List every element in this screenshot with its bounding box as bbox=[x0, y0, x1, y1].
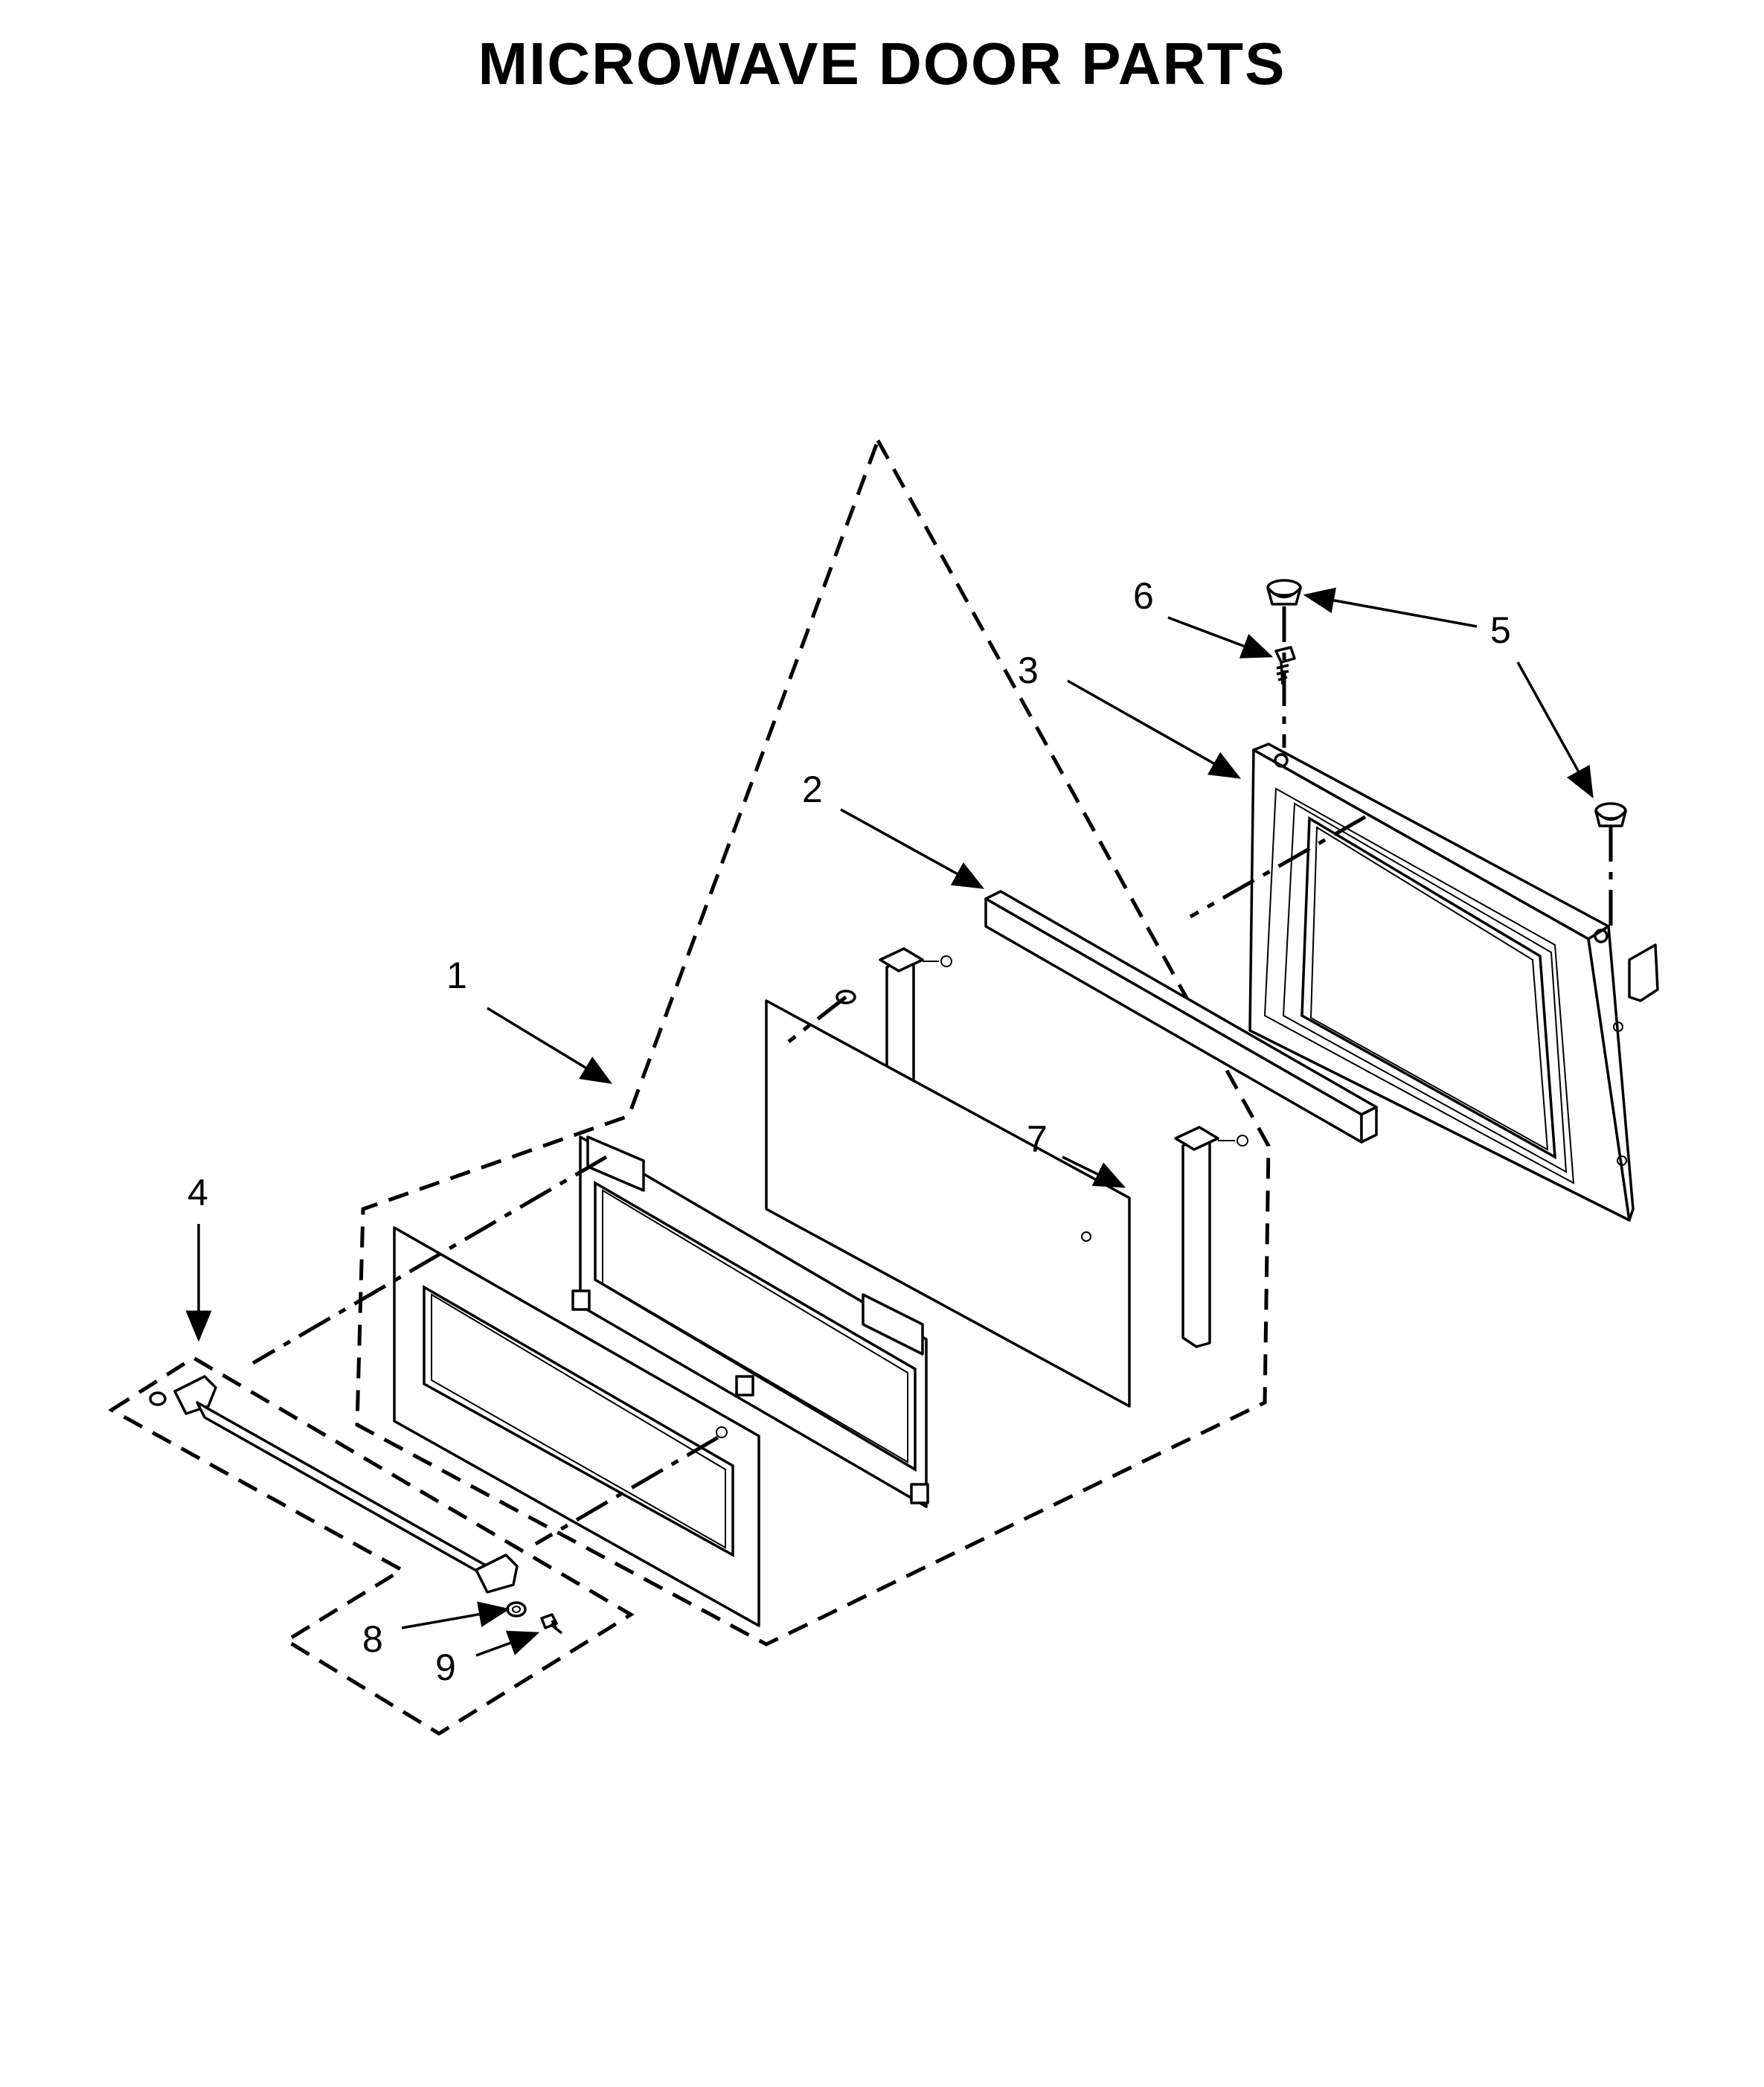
callout-2: 2 bbox=[802, 769, 823, 810]
callout-8: 8 bbox=[362, 1618, 383, 1660]
callout-6: 6 bbox=[1133, 575, 1154, 617]
door-assembly-group-outline bbox=[355, 436, 1271, 1647]
foam-strip bbox=[984, 890, 1378, 1144]
plug-top bbox=[1266, 579, 1302, 606]
handle-assembly-group-outline bbox=[108, 1356, 635, 1736]
diagram-title: MICROWAVE DOOR PARTS bbox=[478, 31, 1286, 97]
callout-3: 3 bbox=[1018, 650, 1039, 691]
callout-7: 7 bbox=[1027, 1118, 1048, 1160]
callout-1: 1 bbox=[446, 955, 467, 996]
handle-screw bbox=[540, 1613, 563, 1635]
hinge-bracket-right bbox=[1174, 1126, 1248, 1348]
door-handle bbox=[149, 1375, 519, 1594]
callout-5: 5 bbox=[1490, 609, 1511, 651]
inner-door-panel bbox=[571, 1135, 929, 1508]
plug-right bbox=[1594, 802, 1627, 827]
handle-spacer bbox=[506, 1601, 527, 1618]
inner-door-frame bbox=[1248, 743, 1659, 1222]
door-glass-panel bbox=[765, 999, 1131, 1408]
outer-door-panel bbox=[393, 1226, 760, 1627]
callout-4: 4 bbox=[187, 1172, 208, 1214]
callout-9: 9 bbox=[435, 1647, 456, 1688]
